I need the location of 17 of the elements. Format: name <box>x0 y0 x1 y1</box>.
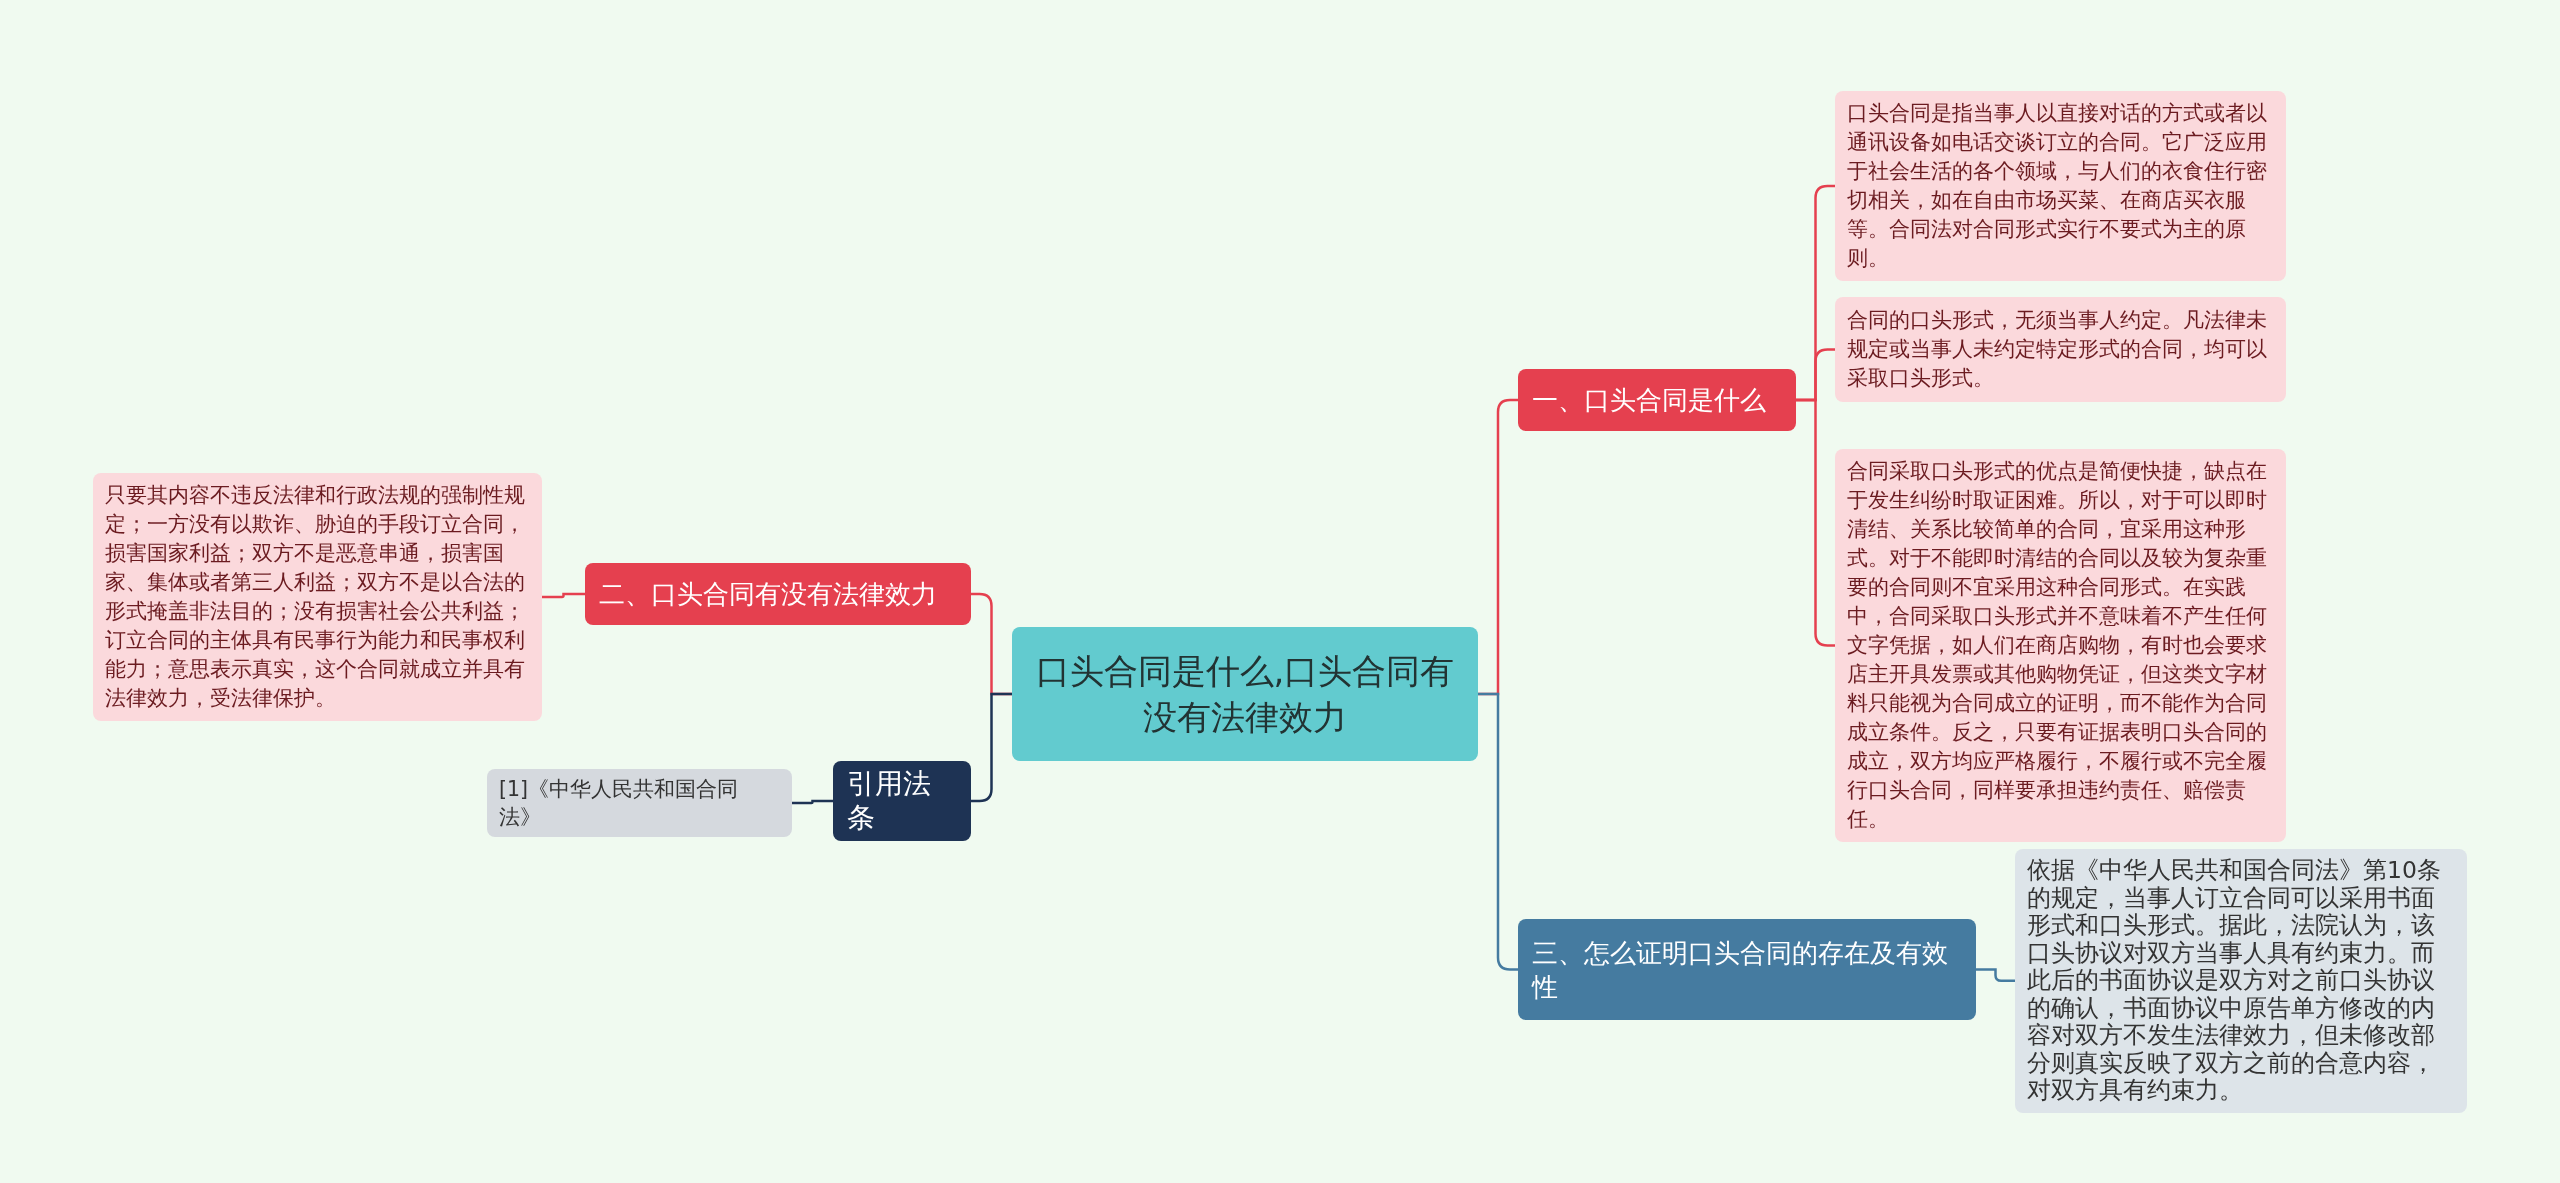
connector-line <box>1976 968 2015 982</box>
note-box: 合同采取口头形式的优点是简便快捷，缺点在于发生纠纷时取证困难。所以，对于可以即时清结、关系比较简单的合同，宜采用这种形式。对于不能即时清结的合同以及较为复杂重要的合同则不宜采用这种合同形式。在实践中，合同采取口头形式并不意味着不产生任何文字凭据，如人们在商店购物，有时也会要求店主开具发票或其他购物凭证，但这类文字材料只能视为合同成立的证明，而不能作为合同成立条件。反之，只要有证据表明口头合同的成立，双方均应严格履行，不履行或不完全履行口头合同，同样要承担违约责任、赔偿责任。 <box>1835 449 2286 842</box>
central-topic-box: 口头合同是什么,口头合同有没有法律效力 <box>1012 627 1478 761</box>
topic-box: 三、怎么证明口头合同的存在及有效性 <box>1518 919 1976 1020</box>
note-box: 依据《中华人民共和国合同法》第10条的规定，当事人订立合同可以采用书面形式和口头形式。据此，法院认为，该口头协议对双方当事人具有约束力。而此后的书面协议是双方对之前口头协议的确认，书面协议中原告单方修改的内容对双方不发生法律效力，但未修改部分则真实反映了双方之前的合意内容，对双方具有约束力。 <box>2015 849 2467 1113</box>
connector-line <box>1796 398 1835 647</box>
reference-box: [1]《中华人民共和国合同法》 <box>487 769 792 837</box>
connector-line <box>1478 692 1518 971</box>
connector-line <box>792 799 833 805</box>
topic-box: 引用法条 <box>833 761 971 841</box>
note-box: 合同的口头形式，无须当事人约定。凡法律未规定或当事人未约定特定形式的合同，均可以采取口头形式。 <box>1835 297 2286 402</box>
note-box: 口头合同是指当事人以直接对话的方式或者以通讯设备如电话交谈订立的合同。它广泛应用于社会生活的各个领域，与人们的衣食住行密切相关，如在自由市场买菜、在商店买衣服等。合同法对合同形式实行不要式为主的原则。 <box>1835 91 2286 281</box>
connector-line <box>971 692 1012 803</box>
note-box: 只要其内容不违反法律和行政法规的强制性规定；一方没有以欺诈、胁迫的手段订立合同，损害国家利益；双方不是恶意串通，损害国家、集体或者第三人利益；双方不是以合法的形式掩盖非法目的；没有损害社会公共利益；订立合同的主体具有民事行为能力和民事权利能力；意思表示真实，这个合同就成立并具有法律效力，受法律保护。 <box>93 473 542 721</box>
topic-box: 一、口头合同是什么 <box>1518 369 1796 431</box>
connector-line <box>542 592 585 599</box>
topic-box: 二、口头合同有没有法律效力 <box>585 563 971 625</box>
